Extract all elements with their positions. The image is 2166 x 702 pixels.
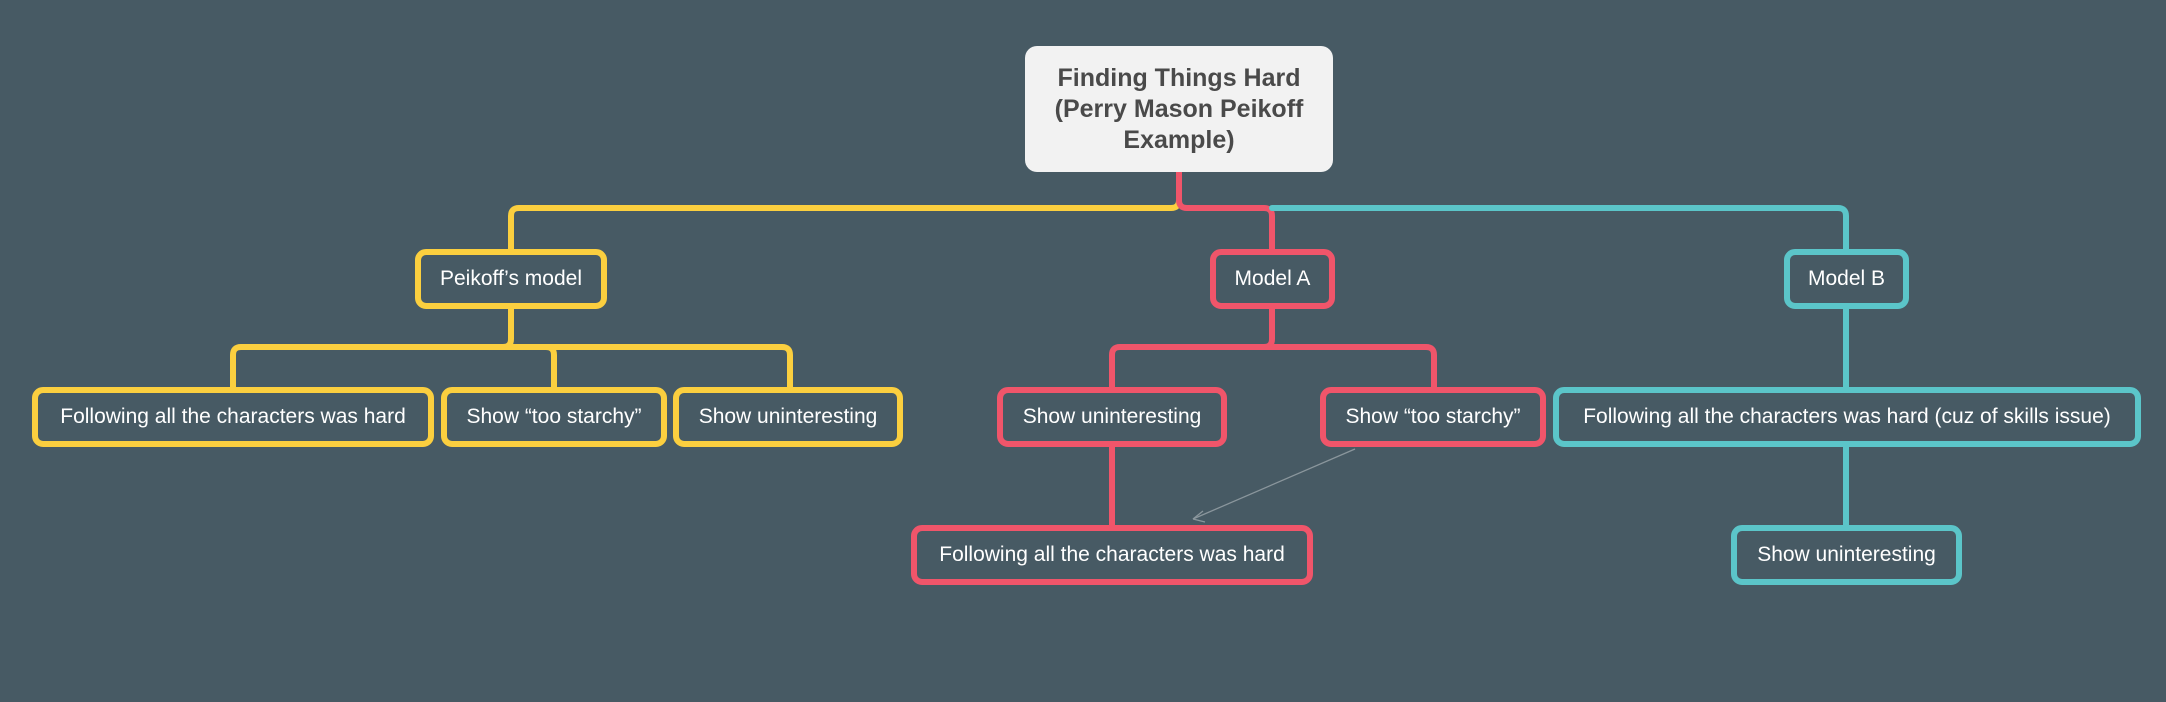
topic-label: Following all the characters was hard [60, 405, 406, 428]
topic-model-b[interactable]: Model B [1784, 249, 1909, 309]
topic-model-a-following-characters[interactable]: Following all the characters was hard [911, 525, 1313, 585]
connector-root-model-a [1176, 169, 1275, 252]
topic-label: Following all the characters was hard (c… [1583, 405, 2111, 428]
topic-label: Show uninteresting [1757, 543, 1936, 566]
root-title-line-1: Finding Things Hard [1057, 63, 1301, 92]
topic-label: Following all the characters was hard [939, 543, 1285, 566]
connector-root-model-b [1269, 205, 1849, 252]
connector-peikoff-children [230, 306, 793, 390]
topic-model-a[interactable]: Model A [1210, 249, 1335, 309]
relation-arrow [1192, 448, 1356, 523]
root-topic[interactable]: Finding Things Hard (Perry Mason Peikoff… [1025, 46, 1333, 172]
connector-root-peikoff [508, 169, 1182, 252]
topic-model-b-uninteresting[interactable]: Show uninteresting [1731, 525, 1962, 585]
topic-peikoff-uninteresting[interactable]: Show uninteresting [673, 387, 903, 447]
topic-label: Peikoff’s model [439, 267, 583, 290]
topic-label: Show uninteresting [1022, 405, 1202, 428]
root-title-line-2: (Perry Mason Peikoff [1054, 94, 1304, 123]
connector-model-a-children [1109, 306, 1437, 390]
topic-label: Show uninteresting [698, 405, 878, 428]
topic-model-a-too-starchy[interactable]: Show “too starchy” [1320, 387, 1546, 447]
topic-model-a-uninteresting[interactable]: Show uninteresting [997, 387, 1227, 447]
topic-peikoff-following-characters[interactable]: Following all the characters was hard [32, 387, 434, 447]
topic-label: Show “too starchy” [466, 405, 642, 428]
topic-peikoff-too-starchy[interactable]: Show “too starchy” [441, 387, 667, 447]
topic-label: Model A [1234, 267, 1311, 290]
root-title-line-3: Example) [1123, 125, 1235, 154]
topic-label: Show “too starchy” [1345, 405, 1521, 428]
topic-label: Model B [1807, 267, 1886, 290]
topic-model-b-following-characters[interactable]: Following all the characters was hard (c… [1553, 387, 2141, 447]
topic-peikoffs-model[interactable]: Peikoff’s model [415, 249, 607, 309]
